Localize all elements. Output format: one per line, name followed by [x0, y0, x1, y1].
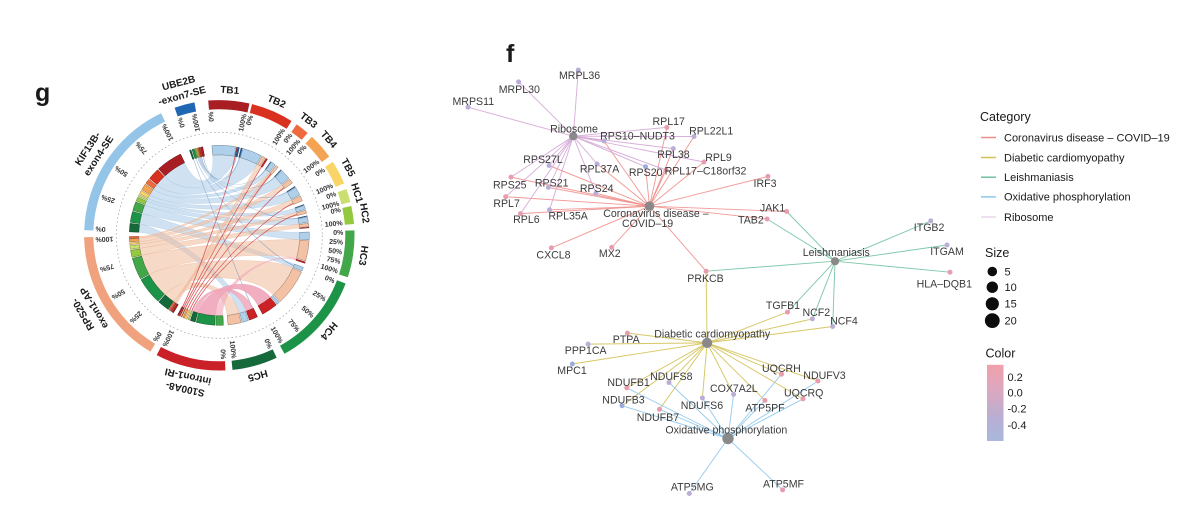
svg-text:f: f [506, 40, 515, 68]
svg-text:NDUFV3: NDUFV3 [803, 370, 845, 382]
svg-text:RPL35A: RPL35A [548, 210, 588, 222]
svg-text:NDUFS6: NDUFS6 [681, 400, 723, 412]
svg-text:-0.4: -0.4 [1008, 420, 1027, 432]
svg-text:RPL17: RPL17 [652, 116, 684, 128]
svg-text:0.2: 0.2 [1008, 372, 1023, 384]
svg-text:RPS25: RPS25 [493, 180, 527, 192]
svg-text:NDUFB1: NDUFB1 [607, 377, 649, 389]
svg-text:RPS10–NUDT3: RPS10–NUDT3 [600, 131, 675, 143]
svg-text:ATP5MG: ATP5MG [671, 482, 714, 494]
svg-text:RPL7: RPL7 [493, 198, 520, 210]
svg-text:0.0: 0.0 [1008, 388, 1023, 400]
svg-text:Diabetic cardiomyopathy: Diabetic cardiomyopathy [654, 329, 771, 341]
svg-text:Ribosome: Ribosome [1004, 212, 1054, 224]
svg-text:25%: 25% [329, 239, 344, 247]
svg-text:ITGB2: ITGB2 [914, 222, 945, 234]
svg-text:MRPL36: MRPL36 [559, 70, 600, 82]
svg-text:RPL38: RPL38 [657, 149, 689, 161]
svg-text:JAK1: JAK1 [760, 202, 785, 214]
svg-text:20: 20 [1005, 315, 1017, 327]
svg-text:RPS27L: RPS27L [523, 154, 563, 166]
svg-text:RPL9: RPL9 [705, 152, 732, 164]
svg-text:RPS20: RPS20 [629, 167, 663, 179]
svg-text:Coronavirus disease – COVID–19: Coronavirus disease – COVID–19 [1004, 132, 1170, 144]
svg-text:TAB2: TAB2 [738, 214, 764, 226]
svg-text:MRPL30: MRPL30 [499, 84, 540, 96]
svg-text:Category: Category [980, 110, 1031, 124]
svg-text:0%: 0% [95, 225, 106, 233]
svg-text:100%: 100% [95, 235, 114, 243]
svg-text:RPL6: RPL6 [513, 214, 540, 226]
svg-text:g: g [35, 79, 50, 107]
svg-text:HLA–DQB1: HLA–DQB1 [917, 278, 972, 290]
svg-text:ATP5MF: ATP5MF [763, 479, 805, 491]
svg-text:RPS24: RPS24 [580, 183, 614, 195]
svg-text:NDUFB7: NDUFB7 [637, 412, 679, 424]
svg-text:10: 10 [1005, 282, 1017, 294]
svg-text:MX2: MX2 [599, 248, 621, 260]
svg-text:PPP1CA: PPP1CA [565, 345, 608, 357]
svg-text:UQCRQ: UQCRQ [784, 387, 823, 399]
svg-text:PTPA: PTPA [613, 334, 641, 346]
svg-text:15: 15 [1005, 299, 1017, 311]
svg-text:UQCRH: UQCRH [762, 363, 801, 375]
svg-text:TB1: TB1 [220, 85, 240, 97]
svg-text:Leishmaniasis: Leishmaniasis [1004, 172, 1074, 184]
svg-text:RPL37A: RPL37A [580, 164, 620, 176]
svg-text:Diabetic cardiomyopathy: Diabetic cardiomyopathy [1004, 152, 1125, 164]
svg-text:0%: 0% [208, 111, 216, 122]
svg-text:TGFB1: TGFB1 [766, 300, 800, 312]
svg-text:Oxidative phosphorylation: Oxidative phosphorylation [665, 425, 787, 437]
svg-text:NDUFB3: NDUFB3 [602, 395, 644, 407]
svg-text:0%: 0% [219, 349, 226, 360]
svg-text:RPS21: RPS21 [535, 178, 569, 190]
svg-text:ATP5PF: ATP5PF [745, 402, 785, 414]
svg-text:5: 5 [1005, 266, 1011, 278]
svg-text:Size: Size [985, 246, 1009, 260]
svg-text:NDUFS8: NDUFS8 [650, 371, 692, 383]
svg-text:Oxidative phosphorylation: Oxidative phosphorylation [1004, 192, 1131, 204]
svg-text:MPC1: MPC1 [557, 365, 587, 377]
svg-text:-0.2: -0.2 [1008, 403, 1027, 415]
svg-text:COX7A2L: COX7A2L [710, 383, 758, 395]
svg-text:0%: 0% [333, 230, 344, 237]
svg-text:NCF2: NCF2 [802, 307, 830, 319]
svg-text:RPL17–C18orf32: RPL17–C18orf32 [665, 166, 747, 178]
svg-text:COVID–19: COVID–19 [622, 218, 673, 230]
svg-text:MRPS11: MRPS11 [452, 96, 494, 108]
svg-text:NCF4: NCF4 [830, 315, 858, 327]
svg-text:Color: Color [986, 347, 1016, 361]
svg-text:IRF3: IRF3 [754, 178, 777, 190]
svg-text:PRKCB: PRKCB [687, 273, 724, 285]
svg-text:Ribosome: Ribosome [550, 123, 598, 135]
svg-text:Leishmaniasis: Leishmaniasis [803, 247, 870, 259]
svg-text:CXCL8: CXCL8 [536, 250, 570, 262]
svg-text:RPL22L1: RPL22L1 [689, 126, 733, 138]
svg-text:ITGAM: ITGAM [930, 246, 964, 258]
